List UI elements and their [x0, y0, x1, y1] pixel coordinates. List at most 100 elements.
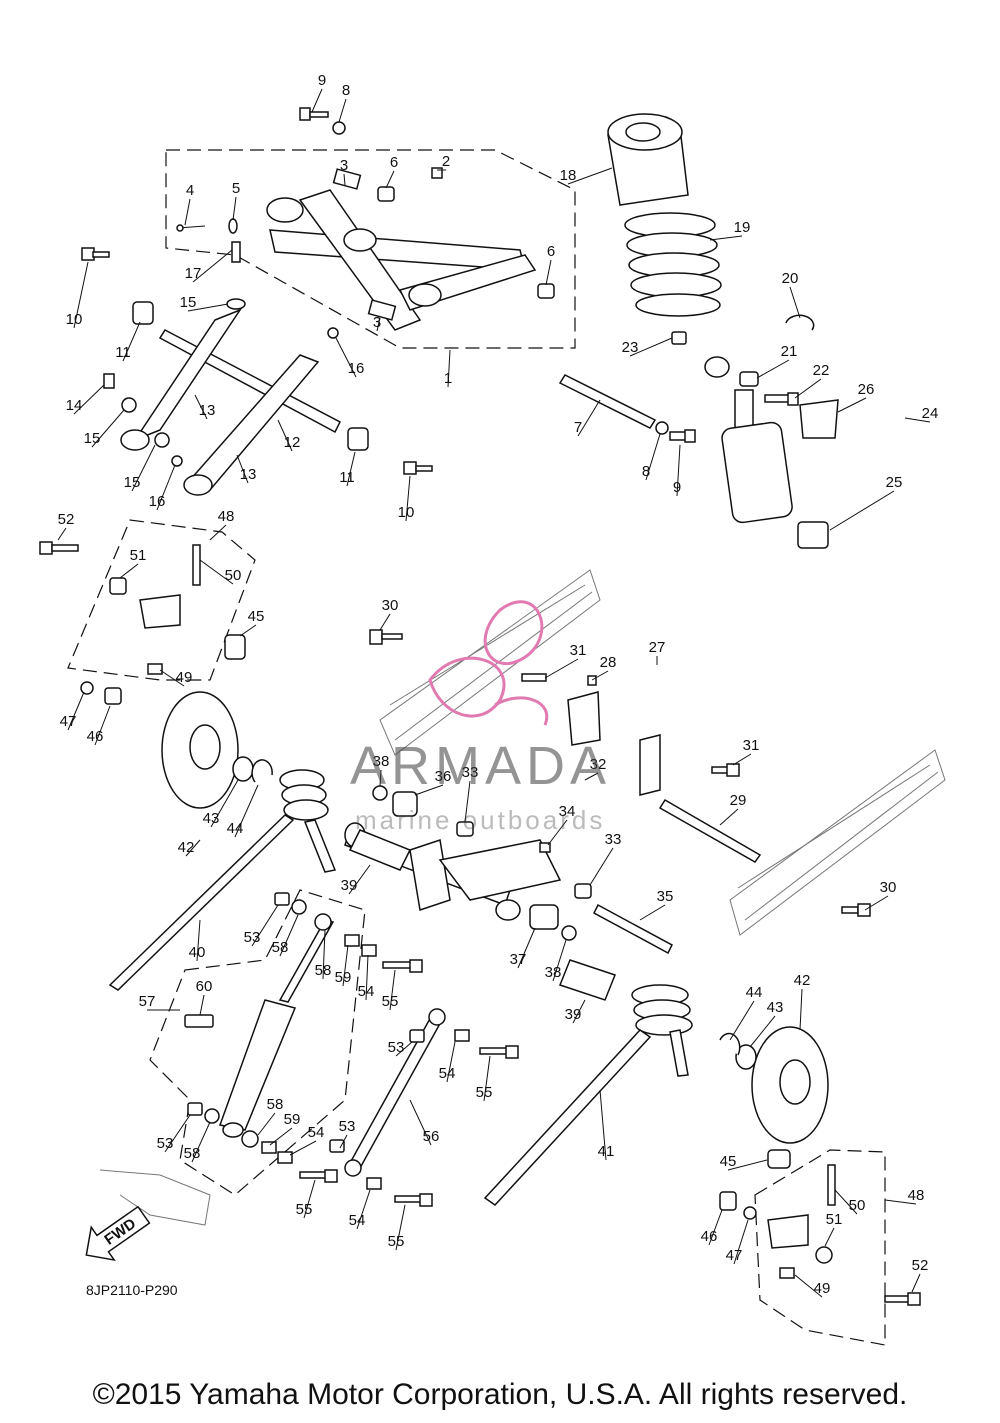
leader-38a [379, 769, 382, 787]
washer-8b [655, 421, 669, 435]
callout-label-55d: 55 [388, 1233, 405, 1250]
washer-5 [228, 218, 238, 234]
collar-54a [361, 944, 377, 957]
callout-label-54d: 54 [349, 1212, 366, 1229]
collar-54c [277, 1151, 293, 1164]
bushing-36 [392, 791, 418, 817]
callout-label-46b: 46 [701, 1228, 718, 1245]
callout-label-26: 26 [858, 381, 875, 398]
callout-label-30a: 30 [382, 597, 399, 614]
callout-label-29: 29 [730, 792, 747, 809]
leader-52b [911, 1273, 921, 1293]
leader-23 [629, 337, 673, 357]
bolt-9a [299, 107, 329, 121]
collar-46b [719, 1191, 737, 1211]
leader-21 [756, 359, 790, 379]
washer-15a [226, 298, 246, 310]
link-rod-56 [344, 1008, 446, 1177]
leader-15a [187, 303, 229, 312]
bolt-9b [669, 429, 696, 443]
spring-19 [624, 212, 722, 317]
leader-12 [277, 419, 293, 452]
leader-29 [719, 808, 739, 826]
collar-54b [454, 1029, 470, 1042]
callout-label-1: 1 [444, 370, 452, 387]
leader-59a [342, 944, 349, 987]
callout-label-38b: 38 [545, 964, 562, 981]
leader-26 [837, 397, 867, 413]
callout-label-43b: 43 [767, 999, 784, 1016]
callout-label-15a: 15 [180, 294, 197, 311]
callout-label-48b: 48 [908, 1187, 925, 1204]
circlip-44a [251, 759, 273, 783]
callout-label-11b: 11 [339, 469, 355, 486]
leader-10a [73, 261, 89, 329]
fwd-frame-ghost [99, 1169, 211, 1226]
rear-arm-assembly [266, 168, 537, 331]
callout-label-44a: 44 [227, 820, 244, 837]
leader-22 [794, 378, 822, 399]
plate-51b [815, 1246, 833, 1264]
callout-label-12: 12 [284, 434, 301, 451]
shaft-7 [558, 374, 657, 429]
leader-15b [91, 409, 125, 448]
leader-43a [210, 779, 239, 828]
leader-lines [57, 88, 931, 1298]
watermark-tagline: marine outboards [355, 805, 606, 835]
callout-label-49b: 49 [814, 1280, 831, 1297]
bushing-6a [377, 186, 395, 202]
copyright-notice: ©2015 Yamaha Motor Corporation, U.S.A. A… [92, 1378, 908, 1411]
callout-label-10b: 10 [398, 504, 415, 521]
leader-14 [73, 384, 105, 415]
assembly-box-57 [149, 889, 366, 1196]
leader-33b [589, 847, 614, 886]
callout-label-51b: 51 [826, 1211, 843, 1228]
bolt-55d [394, 1193, 433, 1207]
bushing-11b [347, 427, 369, 451]
leader-3b [376, 317, 381, 332]
leader-45a [239, 624, 257, 637]
leader-33a [464, 780, 471, 823]
callout-label-22: 22 [813, 362, 830, 379]
leader-20 [789, 286, 801, 319]
leader-58d [191, 1121, 211, 1163]
leader-46b [708, 1209, 723, 1246]
callout-label-39b: 39 [565, 1006, 582, 1023]
washer-58c [204, 1108, 220, 1124]
diagram-code: 8JP2110-P290 [86, 1282, 178, 1298]
callout-label-49a: 49 [176, 669, 193, 686]
callout-label-16b: 16 [149, 493, 166, 510]
leader-55c [303, 1179, 316, 1219]
bearing-43b [735, 1044, 757, 1070]
callout-label-42b: 42 [794, 972, 811, 989]
bushing-33b [574, 883, 592, 899]
nut-49b [779, 1267, 795, 1279]
callout-label-7: 7 [574, 419, 582, 436]
nut-16b [171, 455, 183, 467]
callout-label-36: 36 [435, 768, 452, 785]
torsion-spring-40 [108, 769, 337, 991]
leader-54b [446, 1041, 456, 1083]
bearing-43a [232, 756, 254, 782]
callout-label-9a: 9 [318, 72, 326, 89]
adjuster-48b [767, 1214, 809, 1249]
leader-50a [199, 559, 234, 585]
leader-9b [676, 444, 681, 497]
callout-label-3a: 3 [340, 157, 348, 174]
callout-label-55a: 55 [382, 993, 399, 1010]
shock-absorber-57 [218, 919, 335, 1138]
leader-59b [269, 1127, 293, 1146]
washer-47a [80, 681, 94, 695]
callout-label-8b: 8 [642, 463, 650, 480]
leader-44a [234, 784, 259, 838]
callout-label-43a: 43 [203, 810, 220, 827]
leader-6a [385, 170, 395, 189]
leader-11a [122, 321, 141, 362]
callout-label-30b: 30 [880, 879, 897, 896]
leader-7 [577, 399, 601, 437]
circlip-44b [719, 1032, 741, 1056]
leader-43b [749, 1015, 776, 1048]
callout-label-4: 4 [186, 182, 194, 199]
collar-39b [559, 959, 616, 1001]
callout-label-52a: 52 [58, 511, 75, 528]
